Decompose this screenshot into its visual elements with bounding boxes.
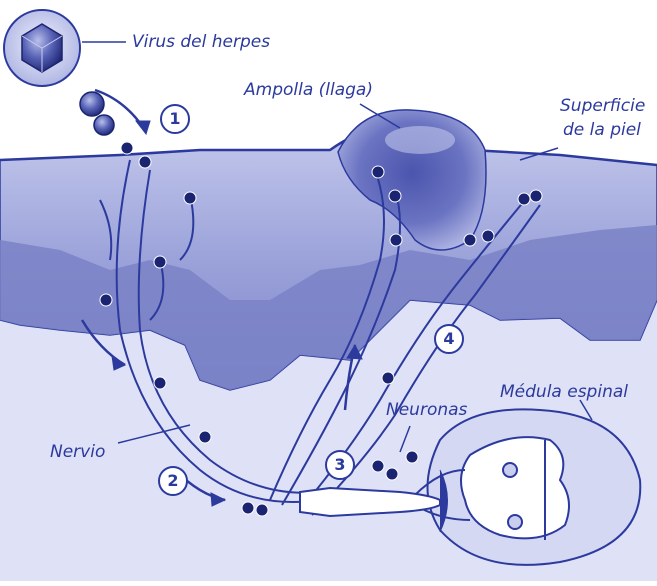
step-2-badge: 2 bbox=[158, 466, 188, 496]
step-4-badge: 4 bbox=[434, 324, 464, 354]
virus-particle-small bbox=[80, 92, 114, 135]
step-3-badge: 3 bbox=[325, 450, 355, 480]
step-1-badge: 1 bbox=[160, 104, 190, 134]
label-neurons: Neuronas bbox=[386, 400, 467, 420]
label-surface-2: de la piel bbox=[563, 120, 641, 140]
label-blister: Ampolla (llaga) bbox=[244, 80, 373, 100]
blister-highlight bbox=[385, 126, 455, 154]
label-nerve: Nervio bbox=[50, 442, 105, 462]
label-surface-1: Superficie bbox=[560, 96, 645, 116]
herpes-virus-icon bbox=[4, 10, 80, 86]
label-virus: Virus del herpes bbox=[132, 32, 270, 52]
label-spinal-cord: Médula espinal bbox=[500, 382, 628, 402]
